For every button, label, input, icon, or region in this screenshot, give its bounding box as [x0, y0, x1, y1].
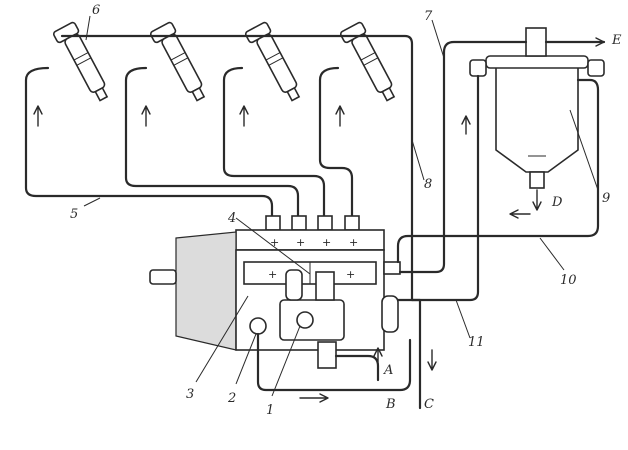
- arrow-7: [461, 115, 471, 135]
- arrow-D2: [509, 209, 531, 219]
- label-5: 5: [70, 207, 78, 222]
- leakoff-line: [60, 34, 414, 302]
- line-A: [334, 354, 380, 382]
- label-7: 7: [424, 9, 433, 24]
- injector-3: [244, 21, 301, 102]
- label-D: D: [551, 195, 563, 210]
- line-11: [396, 74, 480, 302]
- arrow-E: [595, 37, 605, 47]
- label-E: E: [611, 33, 622, 48]
- label-3: 3: [186, 387, 194, 402]
- label-9: 9: [602, 191, 610, 206]
- label-C: C: [424, 397, 434, 412]
- hp-line-2: [124, 66, 300, 222]
- pump-mark-4: +: [349, 236, 358, 249]
- line-10: [396, 78, 600, 264]
- label-11: 11: [468, 335, 485, 350]
- label-6: 6: [92, 3, 100, 18]
- arrow-D: [532, 189, 542, 211]
- injector-1: [52, 21, 109, 102]
- line-7: [398, 40, 528, 274]
- hp-line-3: [222, 66, 326, 222]
- pump-mark-3: +: [322, 236, 331, 249]
- injector-2: [149, 21, 206, 102]
- injector-4: [339, 21, 396, 102]
- arrow-A: [373, 347, 383, 363]
- arrow-C: [427, 349, 437, 371]
- hp-line-1: [24, 66, 274, 222]
- fuel-filter: [469, 27, 605, 189]
- hp-line-4: [318, 66, 354, 222]
- pump-mark-1: +: [270, 236, 279, 249]
- label-A: A: [383, 363, 393, 378]
- arrow-B: [299, 393, 329, 403]
- label-4: 4: [227, 211, 236, 226]
- label-8: 8: [424, 177, 432, 192]
- line-C: [410, 298, 422, 410]
- flow-arrows-up: [33, 105, 345, 127]
- window-mark-1: +: [268, 268, 277, 281]
- window-mark-2: +: [346, 268, 355, 281]
- leader-lines: [83, 15, 599, 397]
- label-1: 1: [266, 403, 274, 418]
- label-2: 2: [227, 391, 236, 406]
- label-B: B: [385, 397, 396, 412]
- pump-mark-2: +: [296, 236, 305, 249]
- injection-pump: [149, 215, 401, 369]
- line-B: [256, 332, 412, 392]
- label-10: 10: [560, 273, 577, 288]
